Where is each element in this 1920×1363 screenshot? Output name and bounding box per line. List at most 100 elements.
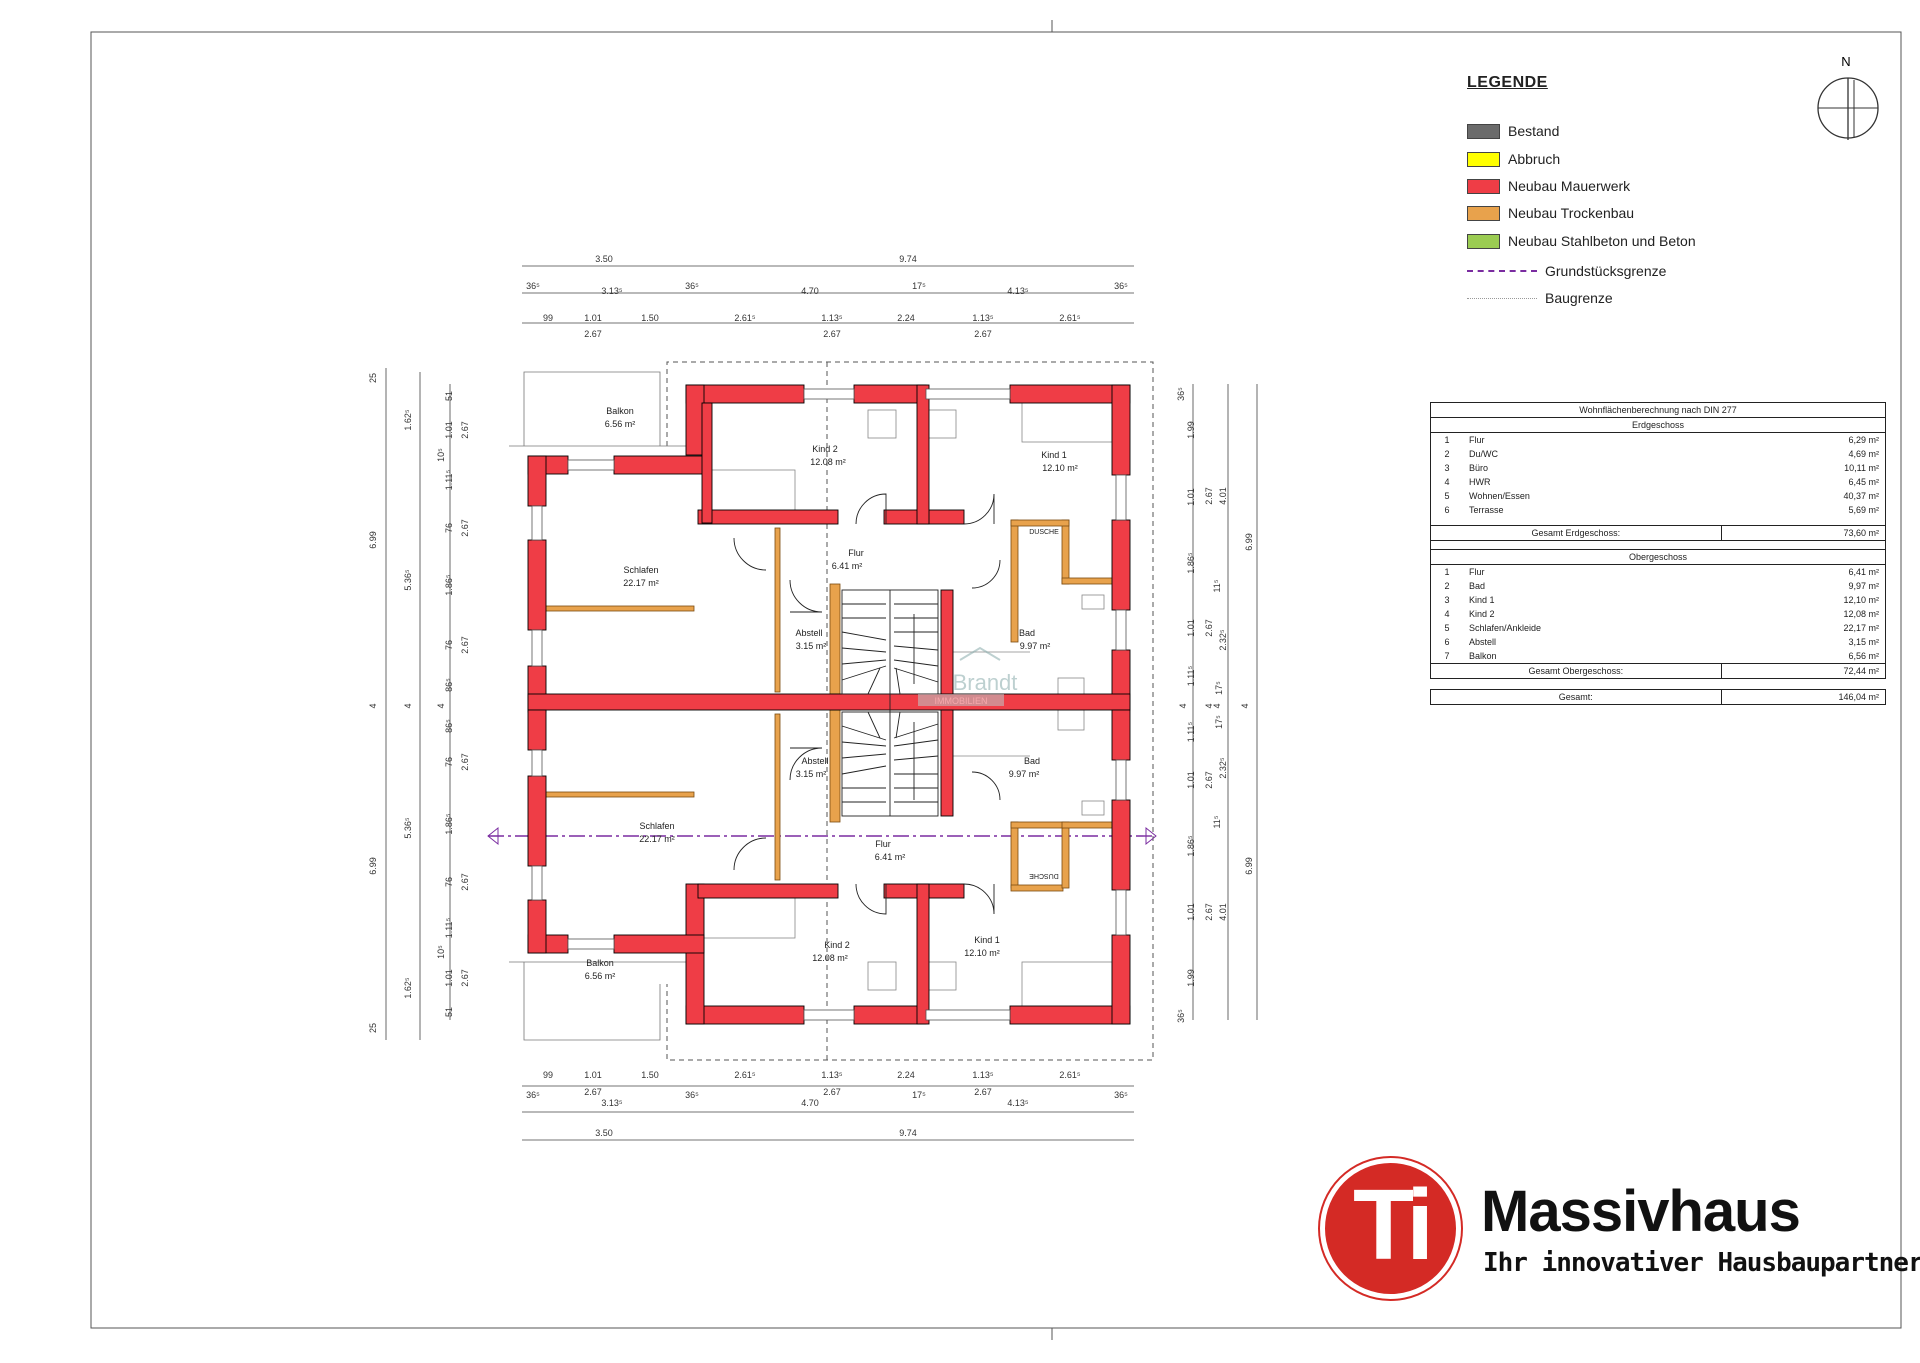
room-number: 7 [1430, 649, 1463, 664]
room-area: 9,97 m² [1721, 579, 1887, 593]
svg-text:36⁵: 36⁵ [1114, 281, 1128, 291]
svg-text:2.67: 2.67 [1204, 487, 1214, 505]
svg-text:2.61⁵: 2.61⁵ [734, 1070, 756, 1080]
svg-text:6.99: 6.99 [368, 531, 378, 549]
svg-text:4: 4 [1240, 703, 1250, 708]
svg-text:36⁵: 36⁵ [1114, 1090, 1128, 1100]
svg-text:1.99: 1.99 [1186, 969, 1196, 987]
door-swings [733, 493, 1001, 915]
room-number: 5 [1430, 489, 1463, 503]
svg-text:12.08 m²: 12.08 m² [810, 457, 846, 467]
svg-text:2.24: 2.24 [897, 313, 915, 323]
svg-text:4: 4 [436, 703, 446, 708]
room-number: 1 [1430, 432, 1463, 447]
legend-swatch [1467, 233, 1500, 249]
legend-item: Neubau Mauerwerk [1467, 177, 1630, 195]
staircase [841, 589, 939, 817]
room-area: 6,41 m² [1721, 564, 1887, 579]
svg-text:4.70: 4.70 [801, 286, 819, 296]
north-arrow-icon: N [1817, 54, 1879, 140]
svg-text:4.01: 4.01 [1218, 487, 1228, 505]
svg-text:2.67: 2.67 [974, 329, 992, 339]
legend-swatch [1467, 123, 1500, 139]
legend-item: Bestand [1467, 122, 1559, 140]
room-labels-bottom: Balkon 6.56 m² Kind 2 12.08 m² Kind 1 12… [585, 756, 1059, 981]
grand-total-value: 146,04 m² [1720, 689, 1887, 705]
svg-text:2.67: 2.67 [823, 329, 841, 339]
svg-text:22.17 m²: 22.17 m² [623, 578, 659, 588]
grand-total-label: Gesamt: [1430, 689, 1722, 705]
svg-text:1.01: 1.01 [1186, 771, 1196, 789]
svg-text:36⁵: 36⁵ [1176, 1009, 1186, 1023]
svg-text:11⁵: 11⁵ [1212, 579, 1222, 592]
svg-text:2.61⁵: 2.61⁵ [734, 313, 756, 323]
dims-top: 3.50 9.74 36⁵ 3.13⁵ 36⁵ 4.70 17⁵ 4.13⁵ 3… [526, 254, 1128, 339]
svg-text:1.01: 1.01 [584, 1070, 602, 1080]
svg-text:2.67: 2.67 [1204, 619, 1214, 637]
svg-text:6.99: 6.99 [1244, 857, 1254, 875]
room-flur-top: Flur [848, 548, 864, 558]
grundstuecksgrenze-line-icon [1467, 270, 1537, 272]
svg-text:6.56 m²: 6.56 m² [605, 419, 636, 429]
svg-text:1.01: 1.01 [1186, 619, 1196, 637]
room-area: 4,69 m² [1721, 447, 1887, 461]
sheet-frame [90, 31, 1902, 1329]
svg-text:4: 4 [1204, 703, 1214, 708]
room-schlafen-top: Schlafen [623, 565, 658, 575]
svg-text:51: 51 [444, 1007, 454, 1017]
svg-text:76: 76 [444, 877, 454, 887]
legend-label: Abbruch [1508, 151, 1561, 167]
room-number: 6 [1430, 635, 1463, 649]
svg-text:3.50: 3.50 [595, 254, 613, 264]
ti-massivhaus-logo: Ti Massivhaus Ihr innovativer Hausbaupar… [1320, 1158, 1920, 1300]
brandt-watermark: Brandt IMMOBILIEN [918, 646, 1017, 706]
svg-text:1.01: 1.01 [444, 969, 454, 987]
room-name: Büro [1469, 463, 1489, 473]
room-area: 6,56 m² [1721, 649, 1887, 664]
legend-swatch [1467, 205, 1500, 221]
svg-text:11⁵: 11⁵ [1212, 815, 1222, 828]
svg-text:9.97 m²: 9.97 m² [1020, 641, 1051, 651]
svg-text:99: 99 [543, 313, 553, 323]
room-number: 2 [1430, 579, 1463, 593]
total-value-og: 72,44 m² [1720, 663, 1887, 679]
furniture-lines [702, 399, 1113, 1008]
dusche-label-bottom: DUSCHE [1029, 872, 1059, 879]
svg-text:76: 76 [444, 640, 454, 650]
room-number: 1 [1430, 564, 1463, 579]
svg-text:3.15 m²: 3.15 m² [796, 641, 827, 651]
svg-text:86⁵: 86⁵ [444, 678, 454, 692]
room-name: Flur [1469, 435, 1485, 445]
balkon-outline-top [523, 371, 661, 446]
dims-bottom: 99 1.01 1.50 2.61⁵ 1.13⁵ 2.24 1.13⁵ 2.61… [526, 1070, 1128, 1138]
grundstuecksgrenze-line [487, 826, 1157, 846]
svg-text:2.67: 2.67 [460, 753, 470, 771]
room-bad-top: Bad [1019, 628, 1035, 638]
room-number: 6 [1430, 503, 1463, 517]
legend-item: Neubau Stahlbeton und Beton [1467, 232, 1696, 250]
legend-label: Grundstücksgrenze [1545, 263, 1667, 279]
room-abstell-top: Abstell [795, 628, 822, 638]
svg-text:5.36⁵: 5.36⁵ [403, 817, 413, 839]
room-name: Du/WC [1469, 449, 1498, 459]
ti-logo-mark: Ti [1320, 1158, 1461, 1299]
room-name: Terrasse [1469, 505, 1504, 515]
svg-text:1.11⁵: 1.11⁵ [444, 469, 454, 490]
room-abstell-bottom: Abstell [801, 756, 828, 766]
svg-text:76: 76 [444, 757, 454, 767]
north-label: N [1841, 54, 1850, 69]
dimension-lines [385, 265, 1258, 1141]
room-kind1-top: Kind 1 [1041, 450, 1067, 460]
svg-text:4: 4 [368, 703, 378, 708]
room-name: Wohnen/Essen [1469, 491, 1530, 501]
svg-text:86⁵: 86⁵ [444, 719, 454, 733]
svg-text:1.50: 1.50 [641, 1070, 659, 1080]
svg-text:2.32⁵: 2.32⁵ [1218, 629, 1228, 651]
